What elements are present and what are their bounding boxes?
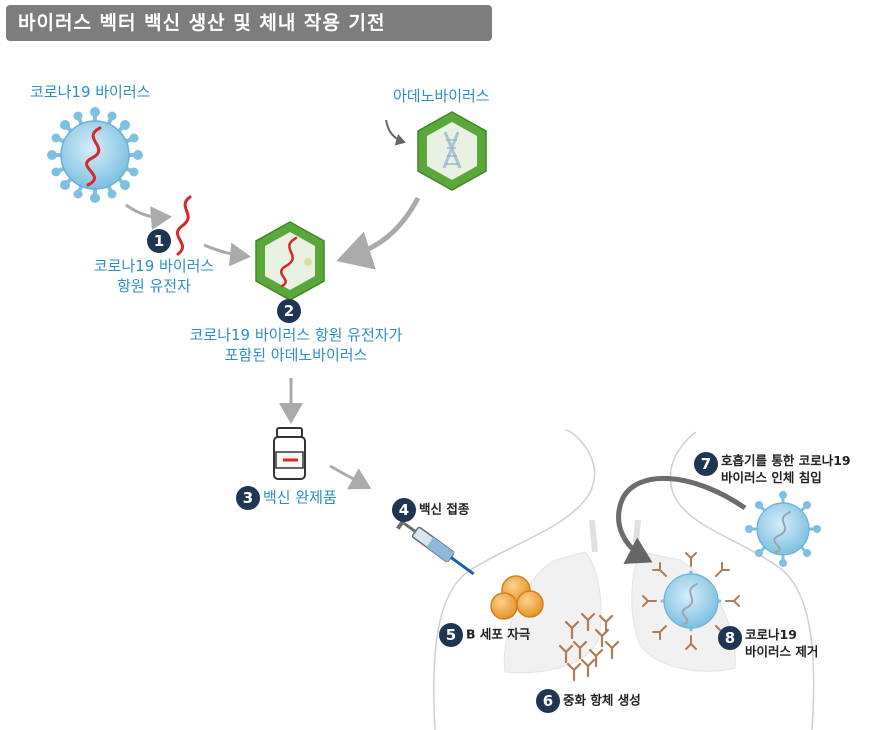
- neutralized-virus-icon: [642, 552, 740, 650]
- antibodies-icon: [558, 612, 620, 682]
- label-recombinant-adenovirus: 코로나19 바이러스 항원 유전자가 포함된 아데노바이러스: [176, 325, 416, 365]
- label-invasion: 7 호흡기를 통한 코로나19 바이러스 인체 침입: [694, 452, 851, 486]
- step-2: 2: [277, 299, 304, 323]
- step-4-badge: 4: [392, 498, 416, 522]
- step-3-badge: 3: [236, 486, 260, 510]
- flow-arrows: [125, 196, 421, 490]
- adenovirus-entry-arrow: [385, 119, 406, 146]
- step-1-badge: 1: [147, 229, 171, 253]
- b-cell-icon: [490, 575, 544, 620]
- step-5-badge: 5: [439, 623, 463, 647]
- step-6-badge: 6: [536, 689, 560, 713]
- diagram-title: 바이러스 벡터 백신 생산 및 체내 작용 기전: [6, 5, 492, 41]
- syringe-icon: [396, 514, 475, 576]
- inhaled-virus-icon: [745, 491, 821, 567]
- label-adenovirus: 아데노바이러스: [393, 87, 490, 105]
- label-antigen-gene-line2: 항원 유전자: [117, 277, 191, 295]
- label-removal-line2: 바이러스 제거: [745, 644, 819, 659]
- label-antibody-text: 중화 항체 생성: [563, 692, 641, 708]
- label-inoculation-text: 백신 접종: [419, 501, 470, 517]
- label-removal-line1: 코로나19: [745, 627, 797, 642]
- coronavirus-icon: [47, 107, 143, 203]
- recombinant-adenovirus-icon: [255, 221, 325, 301]
- label-b-cell-text: B 세포 자극: [466, 626, 531, 642]
- step-8-badge: 8: [718, 626, 742, 650]
- label-removal: 8 코로나19 바이러스 제거: [718, 626, 818, 660]
- label-antigen-gene: 코로나19 바이러스 항원 유전자: [78, 256, 230, 296]
- label-recombinant-line2: 포함된 아데노바이러스: [224, 346, 368, 364]
- label-antigen-gene-line1: 코로나19 바이러스: [93, 257, 215, 275]
- antigen-rna-icon: [175, 195, 192, 256]
- infection-arrow: [616, 475, 747, 565]
- adenovirus-icon: [417, 111, 487, 191]
- step-7-badge: 7: [694, 452, 718, 476]
- step-1: 1: [147, 229, 174, 253]
- label-vaccine-product-text: 백신 완제품: [263, 488, 337, 507]
- step-2-badge: 2: [277, 299, 301, 323]
- label-recombinant-line1: 코로나19 바이러스 항원 유전자가: [189, 326, 403, 344]
- vaccine-vial-icon: [273, 427, 306, 480]
- label-invasion-line1: 호흡기를 통한 코로나19: [721, 453, 851, 468]
- label-coronavirus: 코로나19 바이러스: [30, 83, 151, 101]
- label-invasion-line2: 바이러스 인체 침입: [721, 470, 822, 485]
- human-body-outline: [432, 429, 815, 730]
